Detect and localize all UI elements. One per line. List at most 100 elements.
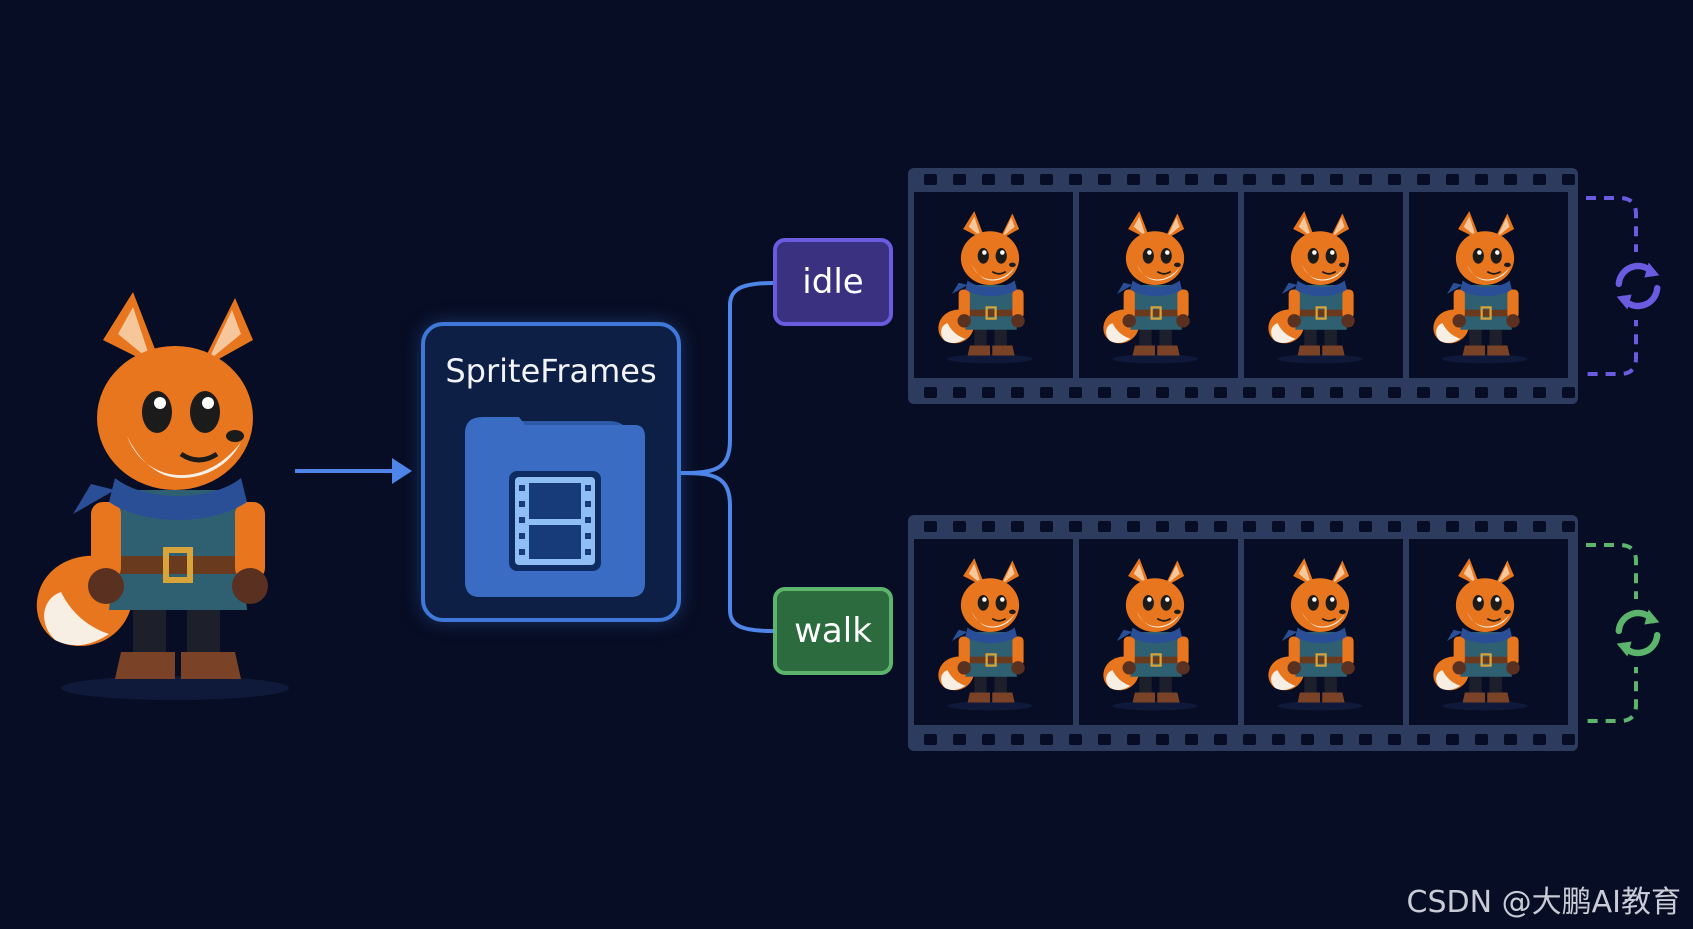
sprocket-hole [1417,174,1430,185]
sprocket-hole [1156,521,1169,532]
sprocket-hole [982,734,995,745]
film-book-icon [465,417,645,597]
sprocket-hole [1040,387,1053,398]
sprocket-hole [1069,521,1082,532]
sprocket-hole [1214,387,1227,398]
sprocket-hole [1301,734,1314,745]
sprocket-hole [1562,387,1575,398]
spriteframes-node: SpriteFrames [421,322,681,622]
animation-label-walk: walk [773,587,893,675]
fox-character-icon [37,292,289,700]
watermark: CSDN @大鹏AI教育 [1406,885,1681,920]
frame-walk-2 [1079,539,1238,725]
sprocket-hole [1214,174,1227,185]
sprocket-hole [1098,174,1111,185]
frame-idle-2 [1079,192,1238,378]
sprocket-hole [1098,387,1111,398]
sprocket-hole [1388,734,1401,745]
sprocket-hole [1533,174,1546,185]
frame-walk-3 [1244,539,1403,725]
sprocket-hole [1127,174,1140,185]
sprocket-hole [1388,521,1401,532]
sprocket-hole [1127,387,1140,398]
sprocket-hole [924,521,937,532]
sprocket-hole [924,174,937,185]
sprocket-hole [1011,174,1024,185]
sprocket-hole [1040,734,1053,745]
branch-connector [680,281,774,633]
sprocket-hole [1243,521,1256,532]
sprocket-hole [1417,521,1430,532]
frame-walk-4 [1409,539,1568,725]
sprocket-hole [1475,387,1488,398]
animation-label-idle: idle [773,238,893,326]
sprocket-hole [1127,521,1140,532]
sprocket-hole [1156,734,1169,745]
film-strip-idle [908,168,1578,404]
sprocket-hole [1098,734,1111,745]
sprocket-hole [1069,734,1082,745]
sprocket-hole [1475,734,1488,745]
sprocket-hole [1243,387,1256,398]
sprocket-hole [1388,174,1401,185]
sprocket-hole [1243,174,1256,185]
sprocket-hole [1330,734,1343,745]
sprocket-hole [1127,734,1140,745]
frame-walk-1 [914,539,1073,725]
sprocket-hole [1214,734,1227,745]
sprocket-hole [1185,521,1198,532]
sprocket-hole [953,387,966,398]
sprocket-hole [1011,521,1024,532]
sprocket-hole [1446,521,1459,532]
film-strip-walk [908,515,1578,751]
sprocket-hole [1330,174,1343,185]
sprocket-hole [1359,387,1372,398]
sprocket-hole [982,174,995,185]
sprocket-hole [953,521,966,532]
film-strips [908,168,1664,751]
sprocket-hole [1446,387,1459,398]
sprocket-hole [953,734,966,745]
sprocket-hole [1417,734,1430,745]
sprocket-hole [1417,387,1430,398]
sprocket-hole [1301,174,1314,185]
sprocket-hole [1040,174,1053,185]
sprocket-hole [1359,734,1372,745]
sprocket-hole [1504,174,1517,185]
sprocket-hole [1272,174,1285,185]
sprocket-hole [1533,734,1546,745]
sprocket-hole [1185,174,1198,185]
sprocket-hole [1243,734,1256,745]
sprocket-hole [1562,734,1575,745]
sprocket-hole [1069,174,1082,185]
sprocket-hole [1504,734,1517,745]
frame-idle-3 [1244,192,1403,378]
sprocket-hole [982,387,995,398]
sprocket-hole [1011,734,1024,745]
sprocket-hole [1359,521,1372,532]
loop-indicator-idle [1586,196,1664,376]
sprocket-hole [1504,521,1517,532]
sprocket-hole [924,734,937,745]
sprocket-hole [1040,521,1053,532]
sprocket-hole [1330,521,1343,532]
sprocket-hole [1185,734,1198,745]
sprocket-hole [1272,387,1285,398]
sprocket-hole [1533,387,1546,398]
sprocket-hole [1185,387,1198,398]
loop-indicator-walk [1586,543,1664,723]
sprocket-hole [1330,387,1343,398]
sprocket-hole [1359,174,1372,185]
sprocket-hole [1446,734,1459,745]
sprocket-hole [1475,174,1488,185]
sprocket-hole [1446,174,1459,185]
spriteframes-title: SpriteFrames [445,352,657,390]
sprocket-hole [953,174,966,185]
sprocket-hole [1562,521,1575,532]
frame-idle-1 [914,192,1073,378]
sprocket-hole [1098,521,1111,532]
sprocket-hole [1156,387,1169,398]
sprocket-hole [1562,174,1575,185]
